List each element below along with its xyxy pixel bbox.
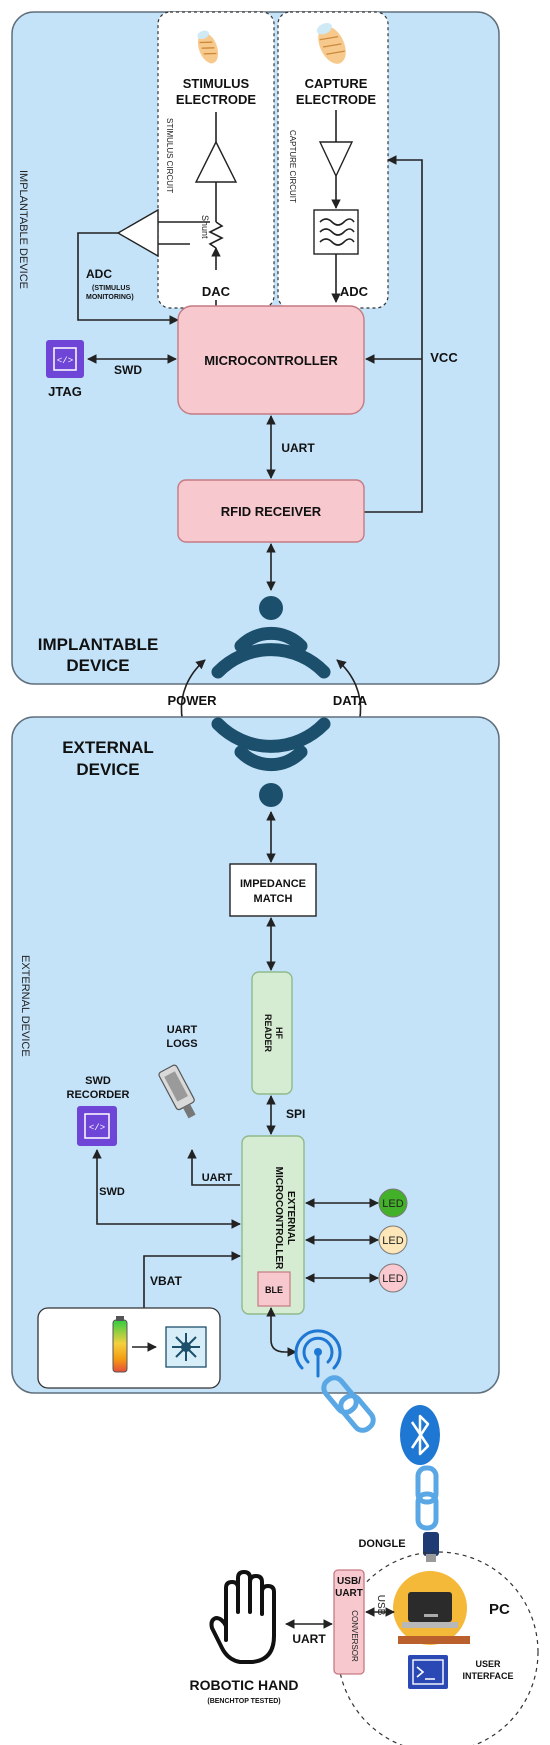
external-title-2: DEVICE [76,760,139,779]
implantable-side-label: IMPLANTABLE DEVICE [17,170,29,289]
led-2-icon [378,1225,408,1255]
bluetooth-icon [400,1405,440,1465]
usb-label: USB [375,1595,386,1616]
ble-label: BLE [265,1285,283,1295]
usb-uart-conversor-block [333,1569,365,1675]
led-2-label: LED [382,1235,403,1247]
vbat-label: VBAT [150,1274,182,1288]
led-3-icon [378,1263,408,1293]
dac-label: DAC [202,284,231,299]
external-title-1: EXTERNAL [62,738,154,757]
spi-label: SPI [286,1107,305,1121]
swd-recorder-icon [77,1106,117,1146]
user-interface-label-1: USER [475,1659,501,1669]
implantable-title-1: IMPLANTABLE [38,635,159,654]
capture-electrode-label-2: ELECTRODE [296,92,377,107]
hf-reader-block [251,971,293,1095]
shunt-resistor-icon [208,221,224,249]
user-interface-icon [408,1655,448,1689]
dongle-icon [423,1532,439,1556]
ble-antenna-icon [294,1329,342,1378]
vcc-label: VCC [430,350,458,365]
adc-stim-sub1: (STIMULUS [92,285,130,292]
uart-ext-label: UART [202,1172,233,1184]
uart-label: UART [281,441,315,455]
led-1-icon [378,1188,408,1218]
power-label: POWER [167,693,217,708]
jtag-icon [46,340,84,378]
jtag-label: JTAG [48,384,82,399]
hf-reader-label-1: HF [274,1027,284,1039]
external-side-label: EXTERNAL DEVICE [19,955,31,1057]
adc-capture-label: ADC [340,284,369,299]
led-1-label: LED [382,1198,403,1210]
external-antenna-icon [211,717,331,807]
capture-electrode-icon [316,23,346,64]
microcontroller-label: MICROCONTROLLER [204,353,338,368]
swd-ext-label: SWD [99,1186,125,1198]
ble-block [257,1271,291,1307]
user-interface-label-2: INTERFACE [462,1671,513,1681]
stimulus-circuit-label: STIMULUS CIRCUIT [165,118,174,193]
usb-uart-label-2: UART [335,1588,363,1599]
data-label: DATA [333,693,368,708]
ext-mcu-label-1: EXTERNAL [285,1191,296,1245]
uart-logs-label-2: LOGS [166,1038,197,1050]
stimulus-electrode-label-1: STIMULUS [183,76,250,91]
impedance-label-1: IMPEDANCE [240,878,306,890]
rfid-receiver-block [177,479,365,543]
uart-logs-label-1: UART [167,1024,198,1036]
led-group: LED LED LED [305,1188,408,1293]
wireless-link-2-icon [415,1465,439,1531]
shunt-label: Shunt [200,215,210,239]
svg-text:</>: </> [89,1123,105,1133]
rfid-receiver-label: RFID RECEIVER [221,504,322,519]
swd-recorder-label-2: RECORDER [67,1089,130,1101]
wireless-link-icon [321,1375,376,1433]
implantable-title-2: DEVICE [66,656,129,675]
robotic-hand-icon [209,1570,276,1664]
battery-icon [112,1319,128,1373]
capture-electrode-label-1: CAPTURE [305,76,368,91]
filter-icon [313,209,359,255]
swd-label: SWD [114,363,142,377]
ext-mcu-label-2: MICROCONTROLLER [273,1167,284,1271]
adc-stim-sub2: MONITORING) [86,294,134,301]
implant-antenna-icon [211,596,331,679]
robotic-hand-label: ROBOTIC HAND [190,1677,299,1693]
dongle-label: DONGLE [358,1538,405,1550]
svg-text:</>: </> [57,356,73,366]
stimulus-electrode-label-2: ELECTRODE [176,92,257,107]
uart-connector-icon [158,1064,196,1119]
hf-reader-label-2: READER [263,1014,273,1053]
capture-amplifier-icon [318,141,354,178]
pc-icon [393,1571,470,1645]
uart-hand-label: UART [292,1632,326,1646]
sense-amplifier-icon [116,208,159,258]
microcontroller-block [177,305,365,415]
usb-uart-label-1: USB/ [337,1576,361,1587]
led-3-label: LED [382,1273,403,1285]
impedance-match-block [229,863,317,917]
pc-label: PC [489,1601,510,1618]
adc-stim-label: ADC [86,267,112,281]
impedance-label-2: MATCH [254,893,293,905]
stimulus-electrode-icon [197,30,219,64]
capture-circuit-label: CAPTURE CIRCUIT [288,130,297,203]
conversor-label: CONVERSOR [350,1610,359,1662]
swd-recorder-label-1: SWD [85,1075,111,1087]
benchtop-label: (BENCHTOP TESTED) [207,1698,280,1705]
